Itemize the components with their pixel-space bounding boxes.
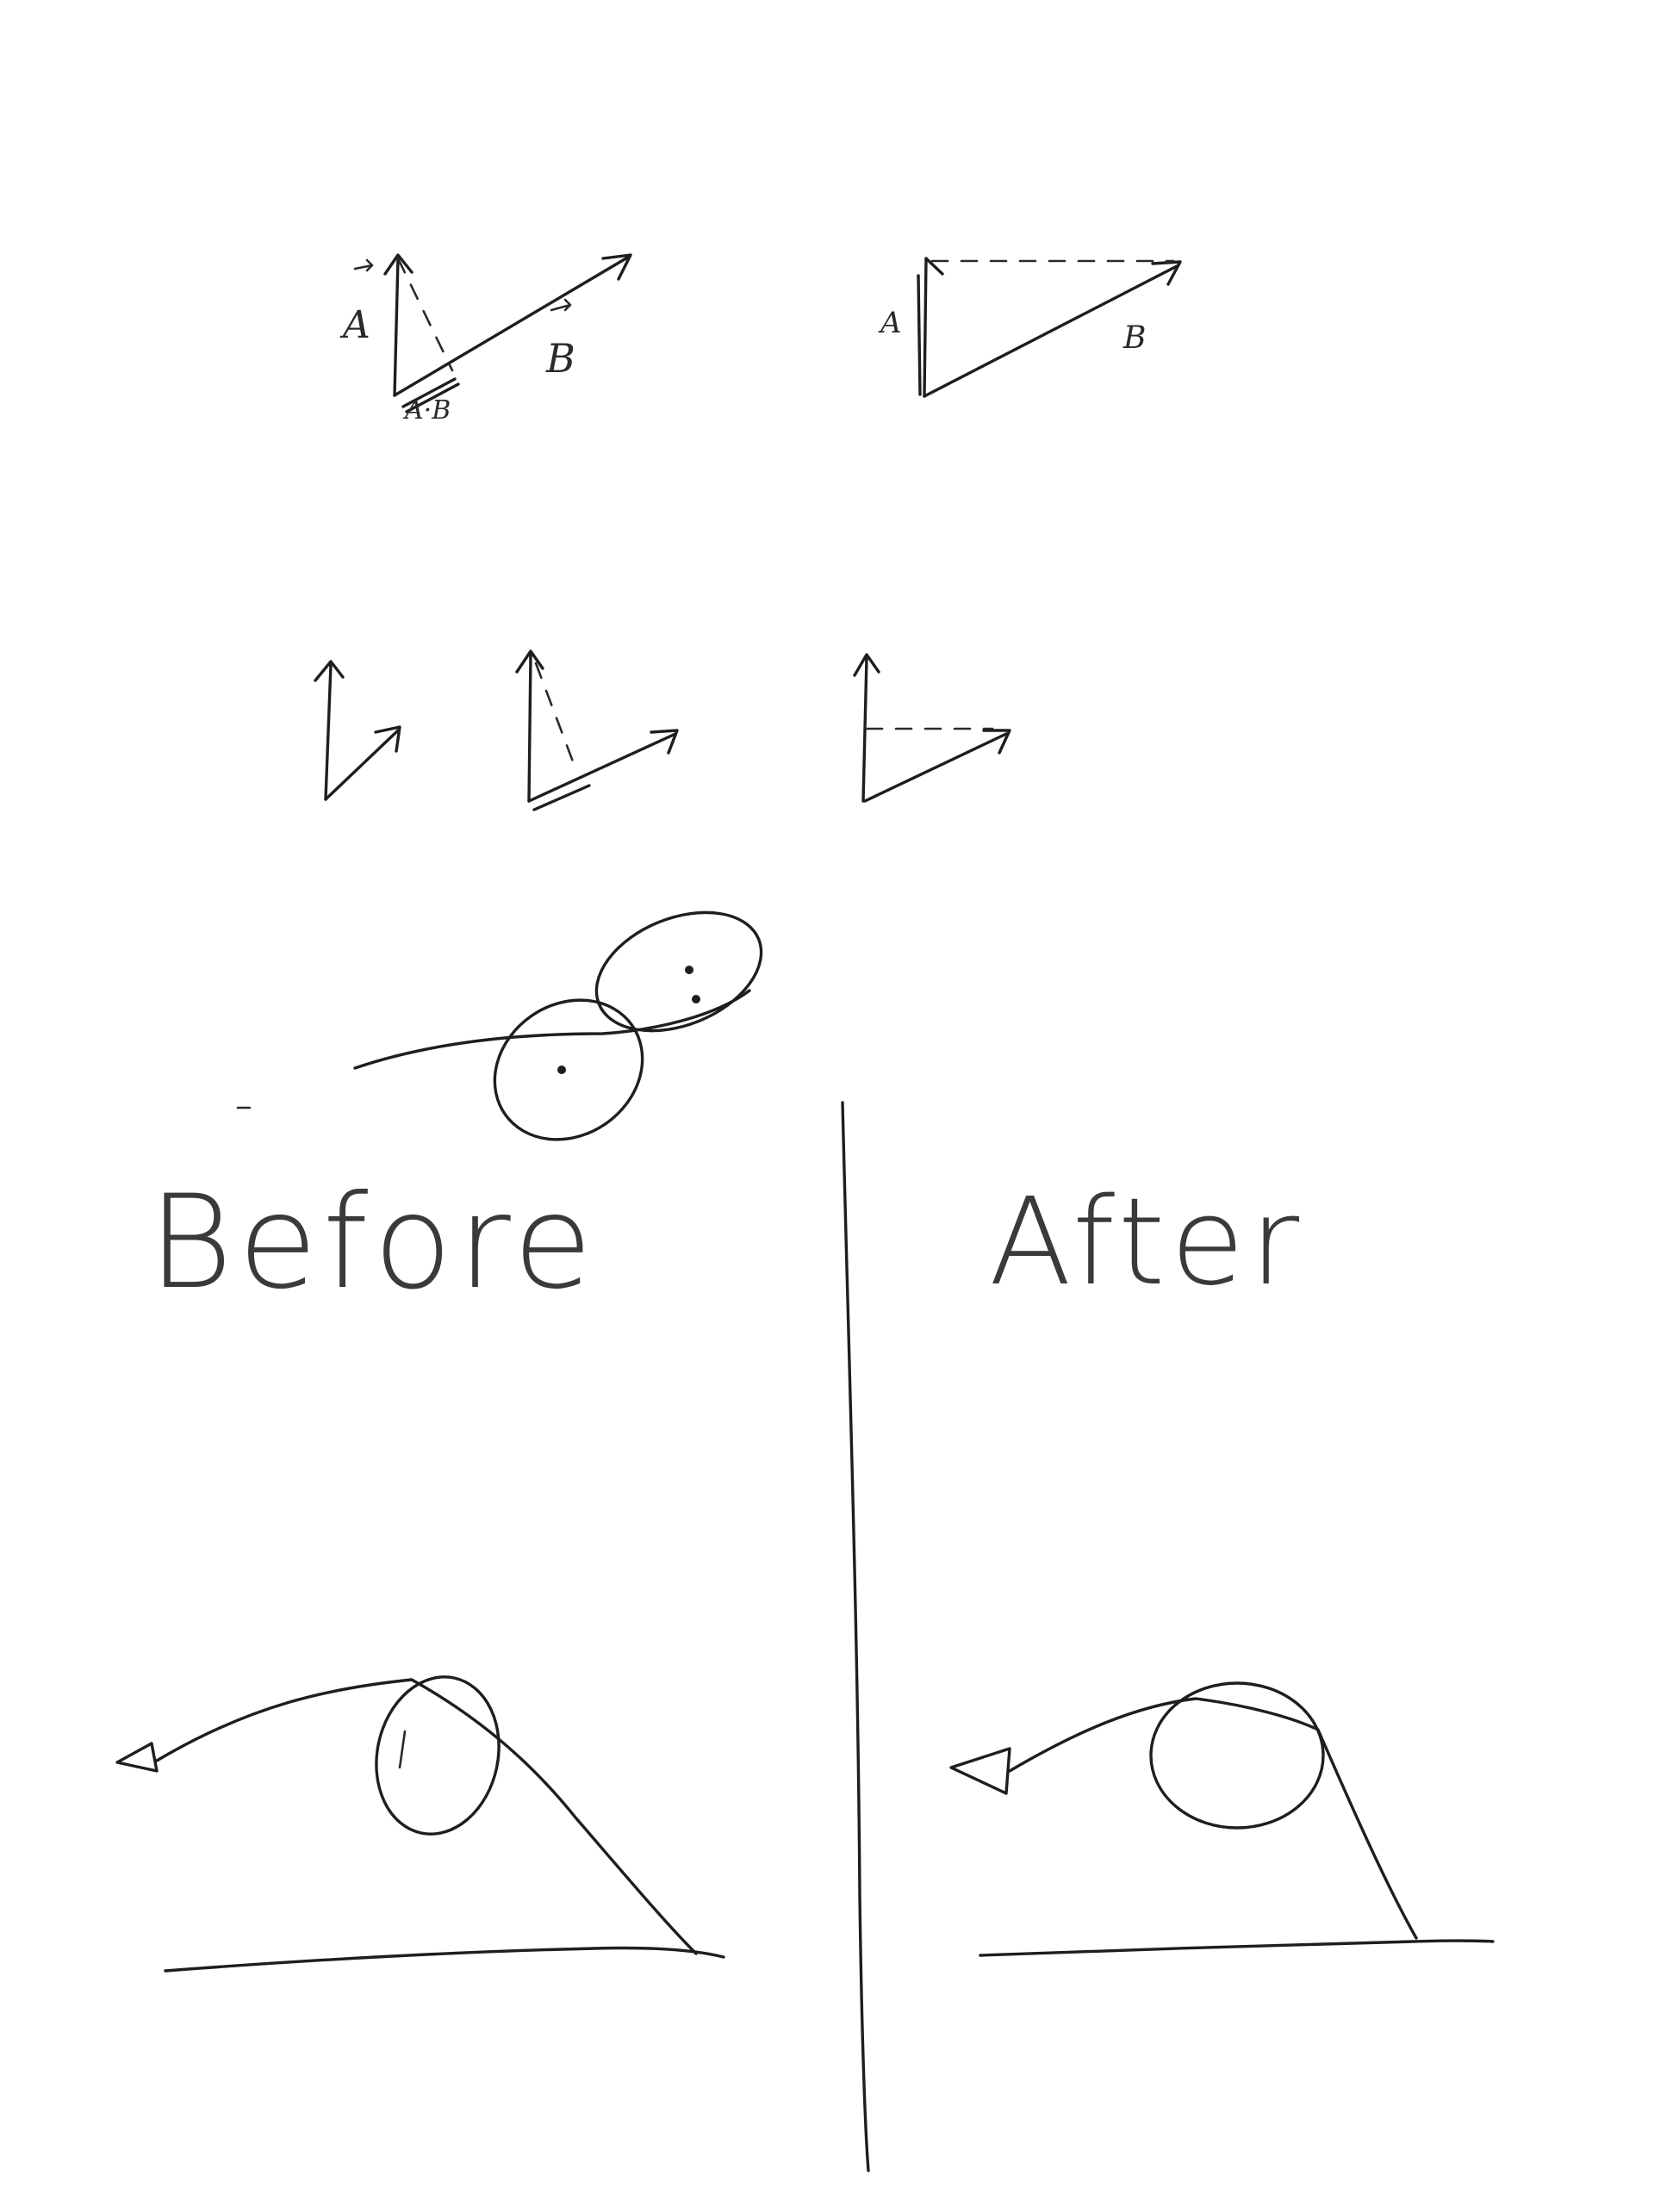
pair1-vertical xyxy=(314,660,345,801)
after-ball xyxy=(1149,1681,1325,1830)
pair2-projection xyxy=(532,784,591,811)
after-heading: After xyxy=(989,1172,1304,1313)
vector-a-label: A xyxy=(339,303,370,347)
before-eye xyxy=(115,1742,159,1773)
vector-pair-2 xyxy=(515,649,679,811)
center-dot-upper-2 xyxy=(692,995,700,1003)
after-sight-line xyxy=(1008,1697,1418,1940)
dot-product-label: A·B xyxy=(402,395,451,426)
after-eye xyxy=(949,1747,1011,1795)
before-sight-line xyxy=(155,1678,698,1955)
pair3-diagonal xyxy=(863,729,1011,803)
before-ground xyxy=(164,1946,725,1973)
after-ground xyxy=(979,1939,1495,1957)
projection-diagram: A B A·B xyxy=(339,253,632,426)
before-ball xyxy=(375,1675,501,1836)
vector-a2-label: A xyxy=(878,306,902,340)
pair2-dash xyxy=(534,662,577,770)
after-scene xyxy=(949,1681,1495,1957)
ellipse-lower xyxy=(493,998,644,1141)
center-divider xyxy=(841,1101,870,2172)
perpendicular-diagram: A B xyxy=(878,257,1182,398)
before-scene xyxy=(115,1675,725,1973)
pair3-vertical xyxy=(853,653,880,803)
vector-b-hat xyxy=(550,298,572,312)
vector-a-arrow xyxy=(383,253,414,397)
pair2-diagonal xyxy=(527,729,679,803)
before-heading: Before xyxy=(148,1168,598,1318)
vector-pair-3 xyxy=(853,653,1011,803)
ellipse-upper xyxy=(594,910,763,1033)
projection-dash-line xyxy=(396,257,454,372)
projection-segment xyxy=(401,377,460,413)
pair1-diagonal xyxy=(324,725,401,801)
trajectory-line xyxy=(353,989,751,1070)
vector-a2-arrow xyxy=(917,257,944,398)
before-ball-mark xyxy=(398,1730,407,1769)
center-dot-lower xyxy=(557,1066,566,1074)
vector-b2-arrow xyxy=(923,260,1182,398)
collision-sketch xyxy=(236,910,763,1141)
vector-b-label: B xyxy=(545,335,575,382)
pair2-vertical xyxy=(515,649,544,803)
vector-b2-label: B xyxy=(1122,320,1146,356)
vector-b-arrow xyxy=(393,253,632,397)
vector-a-hat xyxy=(353,258,374,272)
vector-pair-1 xyxy=(314,660,401,801)
center-dot-upper-1 xyxy=(685,966,693,974)
